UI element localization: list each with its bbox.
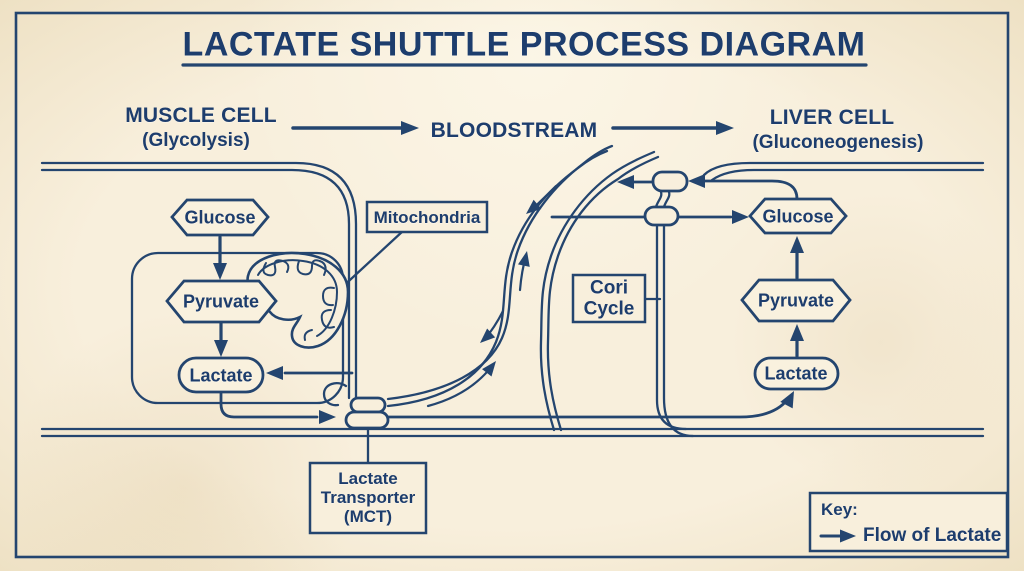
page-title: LACTATE SHUTTLE PROCESS DIAGRAM — [182, 25, 866, 64]
flow-arrowhead-up-1 — [518, 251, 530, 267]
transporter-to-blood-arrowhead — [617, 175, 634, 189]
bloodstream-heading: BLOODSTREAM — [430, 119, 598, 142]
mitochondria-label-box — [365, 200, 489, 234]
membrane-curl — [322, 382, 348, 407]
liver-cell-heading: LIVER CELL — [769, 106, 895, 129]
muscle-glucose-label: Glucose — [184, 207, 256, 228]
mct-transporter-pill-bottom — [344, 410, 390, 430]
cori-cycle-label-box — [571, 273, 647, 324]
flow-arrowhead-up-2 — [482, 361, 496, 377]
mct-label-line2: Transporter — [320, 488, 416, 507]
glucose-to-pyruvate-arrowhead — [213, 263, 227, 280]
muscle-cell-subheading: (Glycolysis) — [142, 130, 250, 151]
flow-arrowhead-down-1 — [526, 199, 542, 214]
lactate-to-mct-arrowhead — [319, 410, 336, 424]
muscle-pyruvate-label: Pyruvate — [182, 291, 260, 312]
liver-pyruvate-label: Pyruvate — [757, 290, 835, 311]
muscle-pathway-arrows — [213, 235, 354, 424]
bloodstream-vessel-curves — [386, 144, 660, 432]
blood-to-muscle-lactate-arrowhead — [266, 366, 283, 380]
key-arrow — [819, 529, 856, 543]
liver-glucose-to-transporter-arrowhead — [688, 174, 705, 188]
liver-pathway-arrows — [550, 174, 804, 358]
header-arrows — [291, 121, 734, 135]
flow-arrowhead-down-2 — [480, 328, 496, 343]
mct-label-line1: Lactate — [338, 469, 398, 488]
bottom-vessel-boundary — [40, 427, 985, 438]
muscle-inner-compartment — [130, 251, 345, 405]
transporter-to-liver-glucose-arrowhead — [732, 210, 749, 224]
blood-flow-arrows — [426, 184, 558, 408]
mitochondria-pointer-line — [336, 229, 405, 293]
mitochondria-label: Mitochondria — [373, 208, 481, 227]
cori-cycle-label-line2: Cycle — [583, 298, 635, 320]
liver-transporter-pill-bottom — [643, 205, 680, 227]
liver-lactate-stadium — [753, 356, 840, 391]
liver-cell-membrane — [654, 161, 985, 438]
frame-border — [14, 11, 1010, 559]
liver-cell-subheading: (Gluconeogenesis) — [752, 132, 924, 153]
liver-lactate-label: Lactate — [764, 363, 828, 384]
pyruvate-to-glucose-arrowhead — [790, 236, 804, 253]
liver-glucose-label: Glucose — [762, 206, 834, 227]
liver-transporter-pill-top — [651, 170, 689, 193]
blood-to-liver-lactate-arrowhead — [780, 391, 794, 409]
mct-label-line3: (MCT) — [343, 507, 393, 526]
flow-arrow-up-2 — [426, 364, 494, 408]
mct-label-box — [308, 461, 428, 535]
lactate-to-pyruvate-arrowhead — [790, 324, 804, 341]
muscle-lactate-label: Lactate — [189, 365, 253, 386]
muscle-pyruvate-hexagon — [165, 279, 278, 324]
metabolite-nodes — [165, 197, 852, 394]
cori-cycle-label-line1: Cori — [590, 277, 628, 299]
key-arrowhead — [840, 529, 856, 543]
muscle-lactate-stadium — [177, 356, 265, 394]
muscle-cell-heading: MUSCLE CELL — [125, 104, 277, 127]
pyruvate-to-lactate-arrowhead — [214, 340, 228, 357]
key-flow-label: Flow of Lactate — [863, 525, 1002, 546]
muscle-cell-membrane — [40, 161, 358, 400]
liver-pyruvate-hexagon — [740, 278, 852, 323]
muscle-to-bloodstream-arrowhead — [401, 121, 419, 135]
mct-transporter-pill-top — [349, 396, 387, 414]
key-title: Key: — [821, 500, 858, 519]
lactate-flow-line — [385, 391, 794, 419]
bloodstream-to-liver-arrowhead — [716, 121, 734, 135]
liver-glucose-hexagon — [748, 197, 848, 235]
muscle-glucose-hexagon — [170, 198, 270, 237]
transporter-pills — [344, 170, 689, 430]
